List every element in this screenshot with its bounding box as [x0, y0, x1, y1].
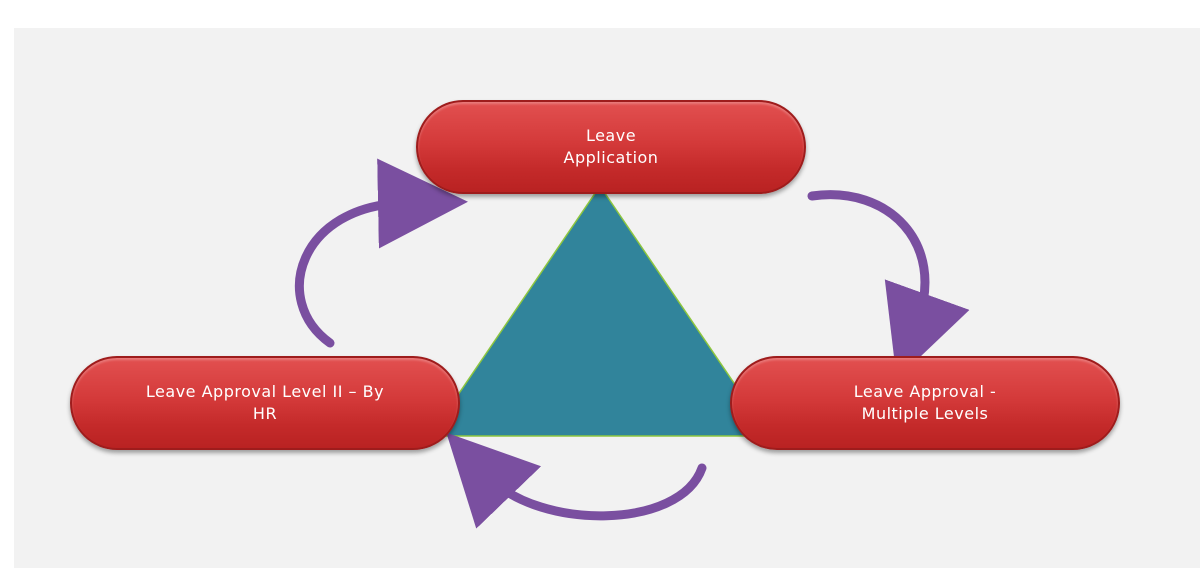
node-leave-approval-multiple-levels: Leave Approval - Multiple Levels [730, 356, 1120, 450]
center-triangle [428, 184, 772, 437]
node-leave-approval-level-ii-hr: Leave Approval Level II – By HR [70, 356, 460, 450]
arrow-left-to-top [294, 158, 468, 348]
arrow-top-to-right [807, 190, 970, 380]
arrow-right-to-left [446, 432, 707, 529]
node-leave-application: Leave Application [416, 100, 806, 194]
